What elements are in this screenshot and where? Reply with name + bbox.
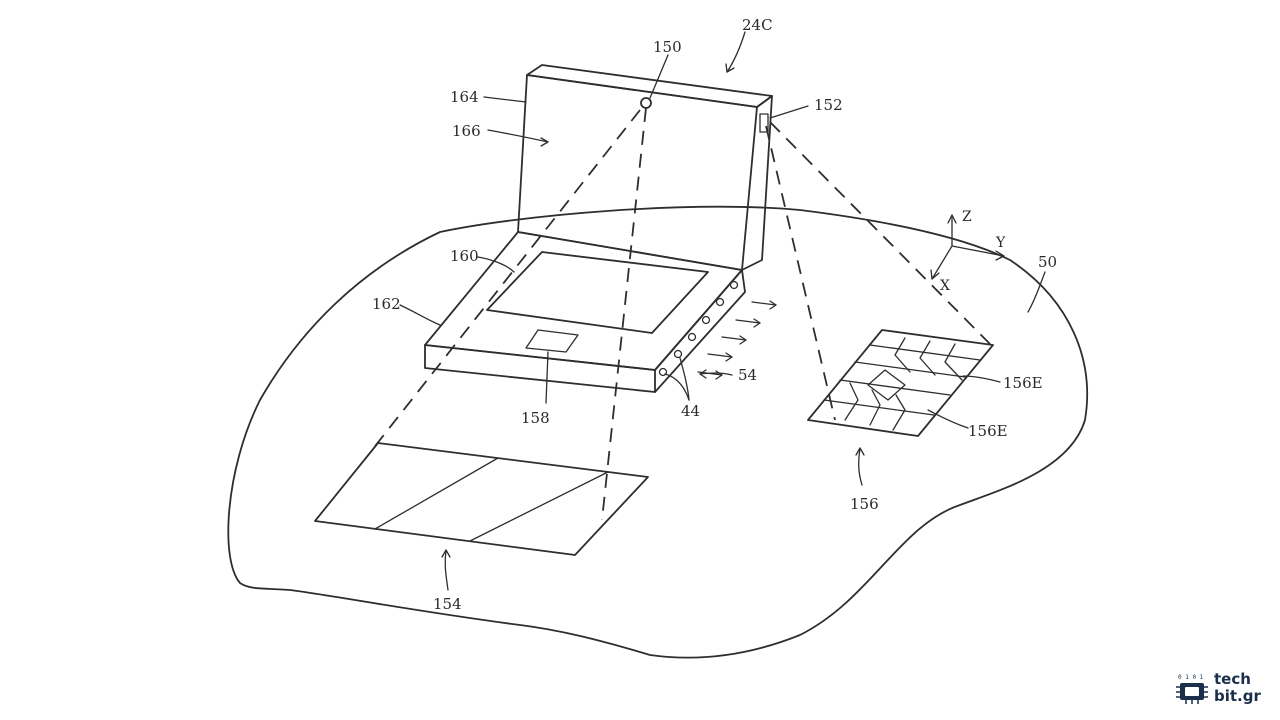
ref-50: 50 [1038,253,1057,271]
ref-166: 166 [452,122,481,140]
ref-160: 160 [450,247,479,265]
surface-outline [227,205,1089,659]
ref-154: 154 [433,595,462,613]
projected-image-154 [314,442,649,556]
axis-indicator [930,214,1005,280]
leader-lines [399,31,1046,591]
axis-label-z: Z [962,209,972,225]
ref-54: 54 [738,366,757,384]
logo-text-bitgr: bit.gr [1214,687,1261,705]
ref-152: 152 [814,96,843,114]
projected-pattern-156 [807,329,994,437]
laptop-device [424,64,777,393]
logo-text-tech: tech [1214,670,1251,688]
ref-156e-upper: 156E [1003,374,1043,392]
ref-158: 158 [521,409,550,427]
techbit-logo: 0 1 0 1 tech bit.gr [1174,670,1270,708]
axis-label-x: X [940,278,950,294]
axis-label-y: Y [995,235,1006,251]
circuit-chip-icon: 0 1 0 1 [1176,674,1208,704]
ref-44: 44 [681,402,700,420]
ref-24c: 24C [742,16,773,34]
ref-164: 164 [450,88,479,106]
ref-150: 150 [653,38,682,56]
ref-156e-lower: 156E [968,422,1008,440]
ref-156: 156 [850,495,879,513]
projection-lines [371,107,991,521]
logo-bits: 0 1 0 1 [1178,674,1204,681]
ref-162: 162 [372,295,401,313]
